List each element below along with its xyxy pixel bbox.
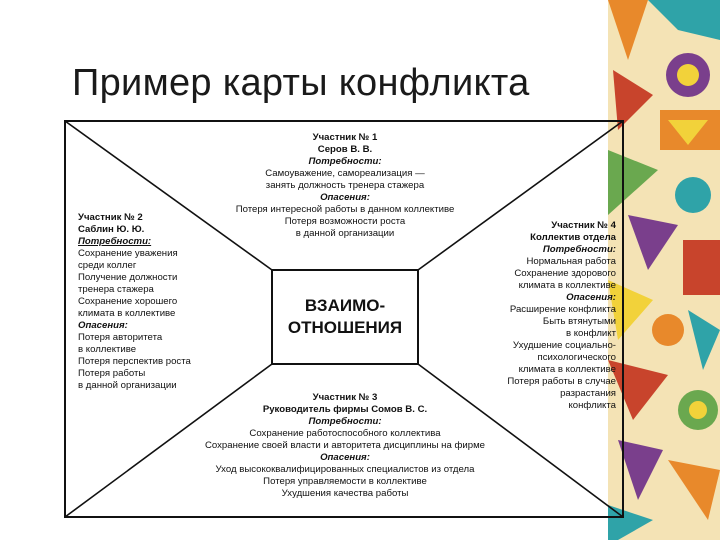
participant-4-fear: климата в коллективе	[518, 364, 616, 375]
participant-1-fear: Потеря возможности роста	[284, 216, 406, 227]
participant-2-need: среди коллег	[78, 260, 137, 271]
participant-4: Участник № 4 Коллектив отдела Потребност…	[452, 220, 616, 412]
participant-1-fear: Потеря интересной работы в данном коллек…	[235, 204, 455, 215]
participant-3-fear: Потеря управляемости в коллективе	[263, 476, 427, 487]
participant-1-needs-label: Потребности:	[308, 156, 382, 167]
participant-2-need: Сохранение хорошего	[78, 296, 178, 307]
participant-4-fear: в конфликт	[565, 328, 616, 339]
relations-line1: ВЗАИМО-	[304, 296, 386, 315]
participant-2-fear: Потеря работы	[78, 368, 146, 379]
participant-2-need: климата в коллективе	[78, 308, 176, 319]
participant-4-fear: психологического	[537, 352, 616, 363]
participant-4-need: Нормальная работа	[526, 256, 616, 267]
participant-3-head: Участник № 3	[312, 392, 378, 403]
participant-1-fear: в данной организации	[295, 228, 395, 239]
participant-3-fears-label: Опасения:	[320, 452, 370, 463]
participant-3-fear: Уход высококвалифицированных специалисто…	[215, 464, 475, 475]
participant-4-need: климата в коллективе	[518, 280, 616, 291]
participant-2-fear: в данной организации	[78, 380, 177, 391]
participant-2-fear: в коллективе	[78, 344, 137, 355]
participant-4-fear: Потеря работы в случае	[507, 376, 616, 387]
participant-3-needs-label: Потребности:	[308, 416, 382, 427]
participant-3-name: Руководитель фирмы Сомов В. С.	[262, 404, 428, 415]
slide-title: Пример карты конфликта	[72, 62, 530, 104]
participant-3-need: Сохранение своей власти и авторитета дис…	[204, 440, 485, 451]
participant-4-fear: Ухудшение социально-	[512, 340, 616, 351]
participant-2: Участник № 2 Саблин Ю. Ю. Потребности: С…	[78, 212, 238, 392]
participant-4-fear: разрастания	[560, 388, 616, 399]
relations-box: ВЗАИМО- ОТНОШЕНИЯ	[272, 270, 418, 364]
decorative-pattern	[608, 0, 720, 540]
participant-2-fear: Потеря перспектив роста	[78, 356, 191, 367]
participant-2-need: тренера стажера	[78, 284, 154, 295]
participant-4-needs-label: Потребности:	[542, 244, 616, 255]
participant-1-name: Серов В. В.	[317, 144, 373, 155]
participant-2-fear: Потеря авторитета	[78, 332, 163, 343]
participant-3-fear: Ухудшения качества работы	[281, 488, 409, 499]
conflict-map-frame	[64, 120, 624, 518]
participant-4-fear: Быть втянутыми	[542, 316, 616, 327]
participant-4-fear: конфликта	[568, 400, 616, 411]
participant-4-name: Коллектив отдела	[530, 232, 616, 243]
participant-1: Участник № 1 Серов В. В. Потребности: Са…	[200, 132, 490, 240]
participant-2-fears-label: Опасения:	[78, 320, 128, 331]
participant-1-need: Самоуважение, самореализация —	[265, 168, 425, 179]
relations-line2: ОТНОШЕНИЯ	[287, 318, 403, 337]
participant-2-name: Саблин Ю. Ю.	[78, 224, 145, 235]
participant-4-need: Сохранение здорового	[514, 268, 616, 279]
participant-4-fears-label: Опасения:	[566, 292, 616, 303]
participant-1-fears-label: Опасения:	[320, 192, 370, 203]
participant-2-need: Получение должности	[78, 272, 178, 283]
participant-1-need: занять должность тренера стажера	[265, 180, 425, 191]
participant-3: Участник № 3 Руководитель фирмы Сомов В.…	[150, 392, 540, 500]
participant-2-head: Участник № 2	[78, 212, 143, 223]
participant-2-needs-label: Потребности:	[78, 236, 152, 247]
participant-4-fear: Расширение конфликта	[509, 304, 616, 315]
participant-4-head: Участник № 4	[551, 220, 616, 231]
participant-1-head: Участник № 1	[312, 132, 378, 143]
participant-2-need: Сохранение уважения	[78, 248, 178, 259]
participant-3-need: Сохранение работоспособного коллектива	[249, 428, 441, 439]
